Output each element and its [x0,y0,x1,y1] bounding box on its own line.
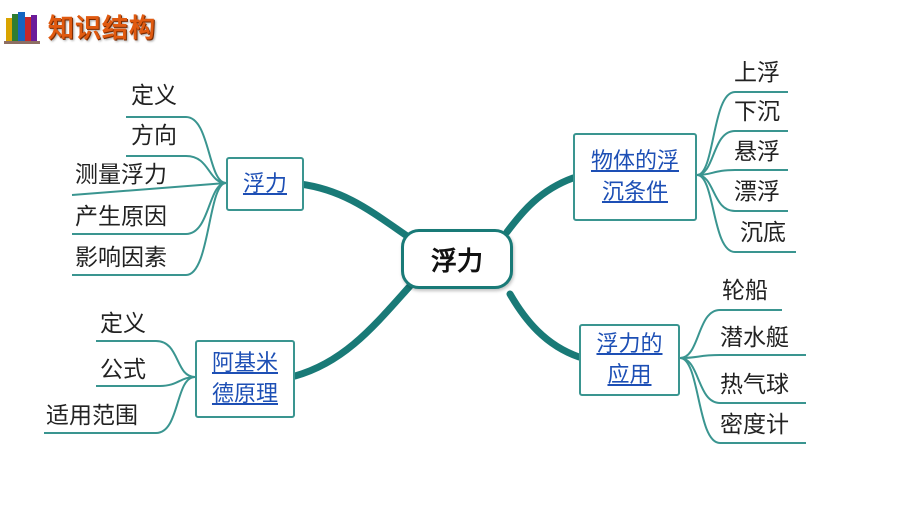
leaf-buoyancy-cause: 产生原因 [75,204,167,230]
center-node: 浮力 [401,229,513,289]
branch-float-sink-line1: 物体的浮 [590,149,679,174]
branch-archimedes-line2: 德原理 [211,382,278,407]
leaf-lines-float-sink [696,91,796,253]
leaf-buoyancy-measure: 测量浮力 [75,162,167,188]
branch-applications-line2: 应用 [607,363,652,388]
leaf-lines-applications [679,309,806,444]
leaf-archimedes-scope: 适用范围 [46,403,138,429]
leaf-float-up: 上浮 [734,60,780,86]
section-header: 知识结构 [4,6,156,46]
leaf-hot-air-balloon: 热气球 [720,372,789,398]
leaf-lines-archimedes [44,340,196,434]
connector-center-buoyancy [296,180,414,242]
leaf-sink-down: 下沉 [734,99,780,125]
branch-buoyancy-link[interactable]: 浮力 [226,157,304,211]
leaf-buoyancy-direction: 方向 [131,123,177,149]
header-title: 知识结构 [48,13,157,44]
leaf-sink-bottom: 沉底 [740,220,786,246]
leaf-archimedes-definition: 定义 [100,311,146,337]
branch-applications-link[interactable]: 浮力的 应用 [579,324,680,396]
branch-float-sink-link[interactable]: 物体的浮 沉条件 [573,133,697,221]
leaf-hydrometer: 密度计 [720,412,789,438]
connector-center-float-sink [503,174,577,236]
leaf-float-surface: 漂浮 [734,179,780,205]
branch-float-sink-line2: 沉条件 [601,180,668,205]
leaf-suspend: 悬浮 [734,139,780,165]
leaf-archimedes-formula: 公式 [100,357,146,383]
branch-archimedes-link[interactable]: 阿基米 德原理 [195,340,295,418]
branch-buoyancy-label: 浮力 [242,171,287,197]
branch-archimedes-line1: 阿基米 [211,351,278,376]
leaf-ship: 轮船 [722,278,768,304]
connector-center-archimedes [291,282,414,380]
leaf-submarine: 潜水艇 [720,325,789,351]
books-icon [4,8,44,44]
leaf-buoyancy-definition: 定义 [131,83,177,109]
leaf-lines-buoyancy [71,116,227,276]
leaf-buoyancy-factors: 影响因素 [75,245,167,271]
connector-center-applications [506,290,583,361]
branch-applications-line1: 浮力的 [596,332,663,357]
